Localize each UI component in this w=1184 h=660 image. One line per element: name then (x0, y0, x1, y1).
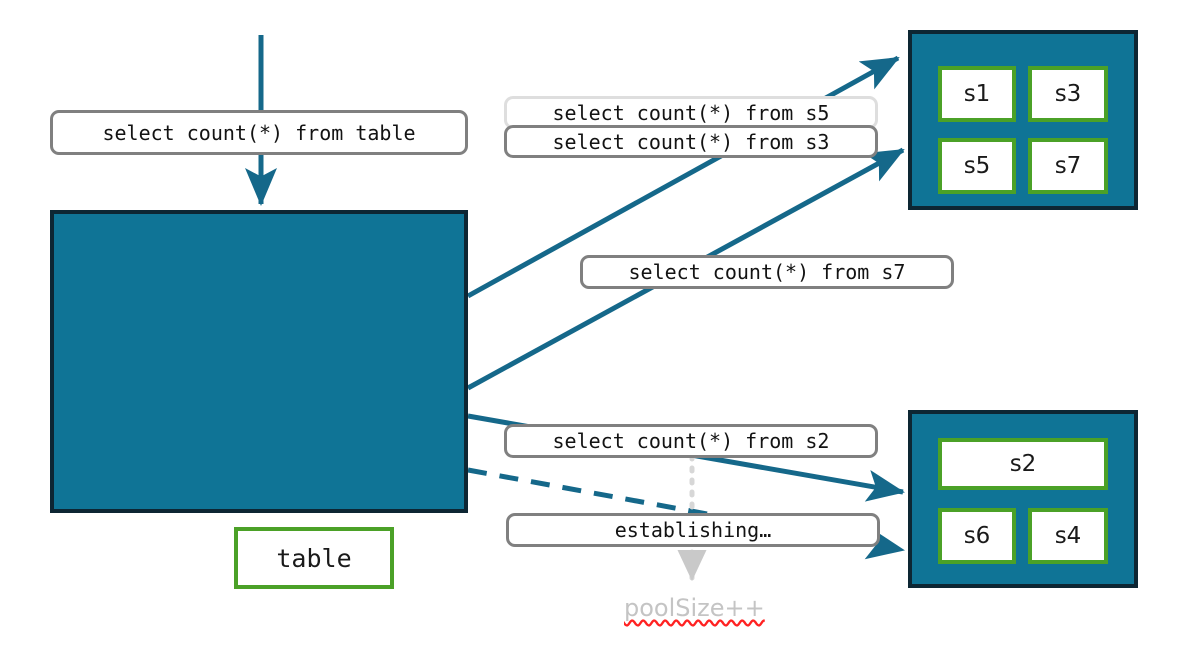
label-query-table[interactable]: select count(*) from table (50, 110, 468, 155)
node-s5[interactable]: s5 (938, 138, 1016, 194)
label-establishing[interactable]: establishing… (506, 513, 880, 547)
main-pool[interactable]: table (50, 210, 468, 589)
node-s2[interactable]: s2 (938, 438, 1108, 490)
node-s1[interactable]: s1 (938, 66, 1016, 122)
label-query-s3[interactable]: select count(*) from s3 (504, 125, 878, 158)
label-poolsize-increment: poolSize++ (624, 594, 765, 622)
node-s6[interactable]: s6 (938, 508, 1016, 564)
label-query-s7[interactable]: select count(*) from s7 (580, 255, 954, 289)
label-query-s2[interactable]: select count(*) from s2 (504, 424, 878, 458)
node-s7[interactable]: s7 (1028, 138, 1108, 194)
node-s3[interactable]: s3 (1028, 66, 1108, 122)
node-table[interactable]: table (234, 527, 394, 589)
node-s4[interactable]: s4 (1028, 508, 1108, 564)
